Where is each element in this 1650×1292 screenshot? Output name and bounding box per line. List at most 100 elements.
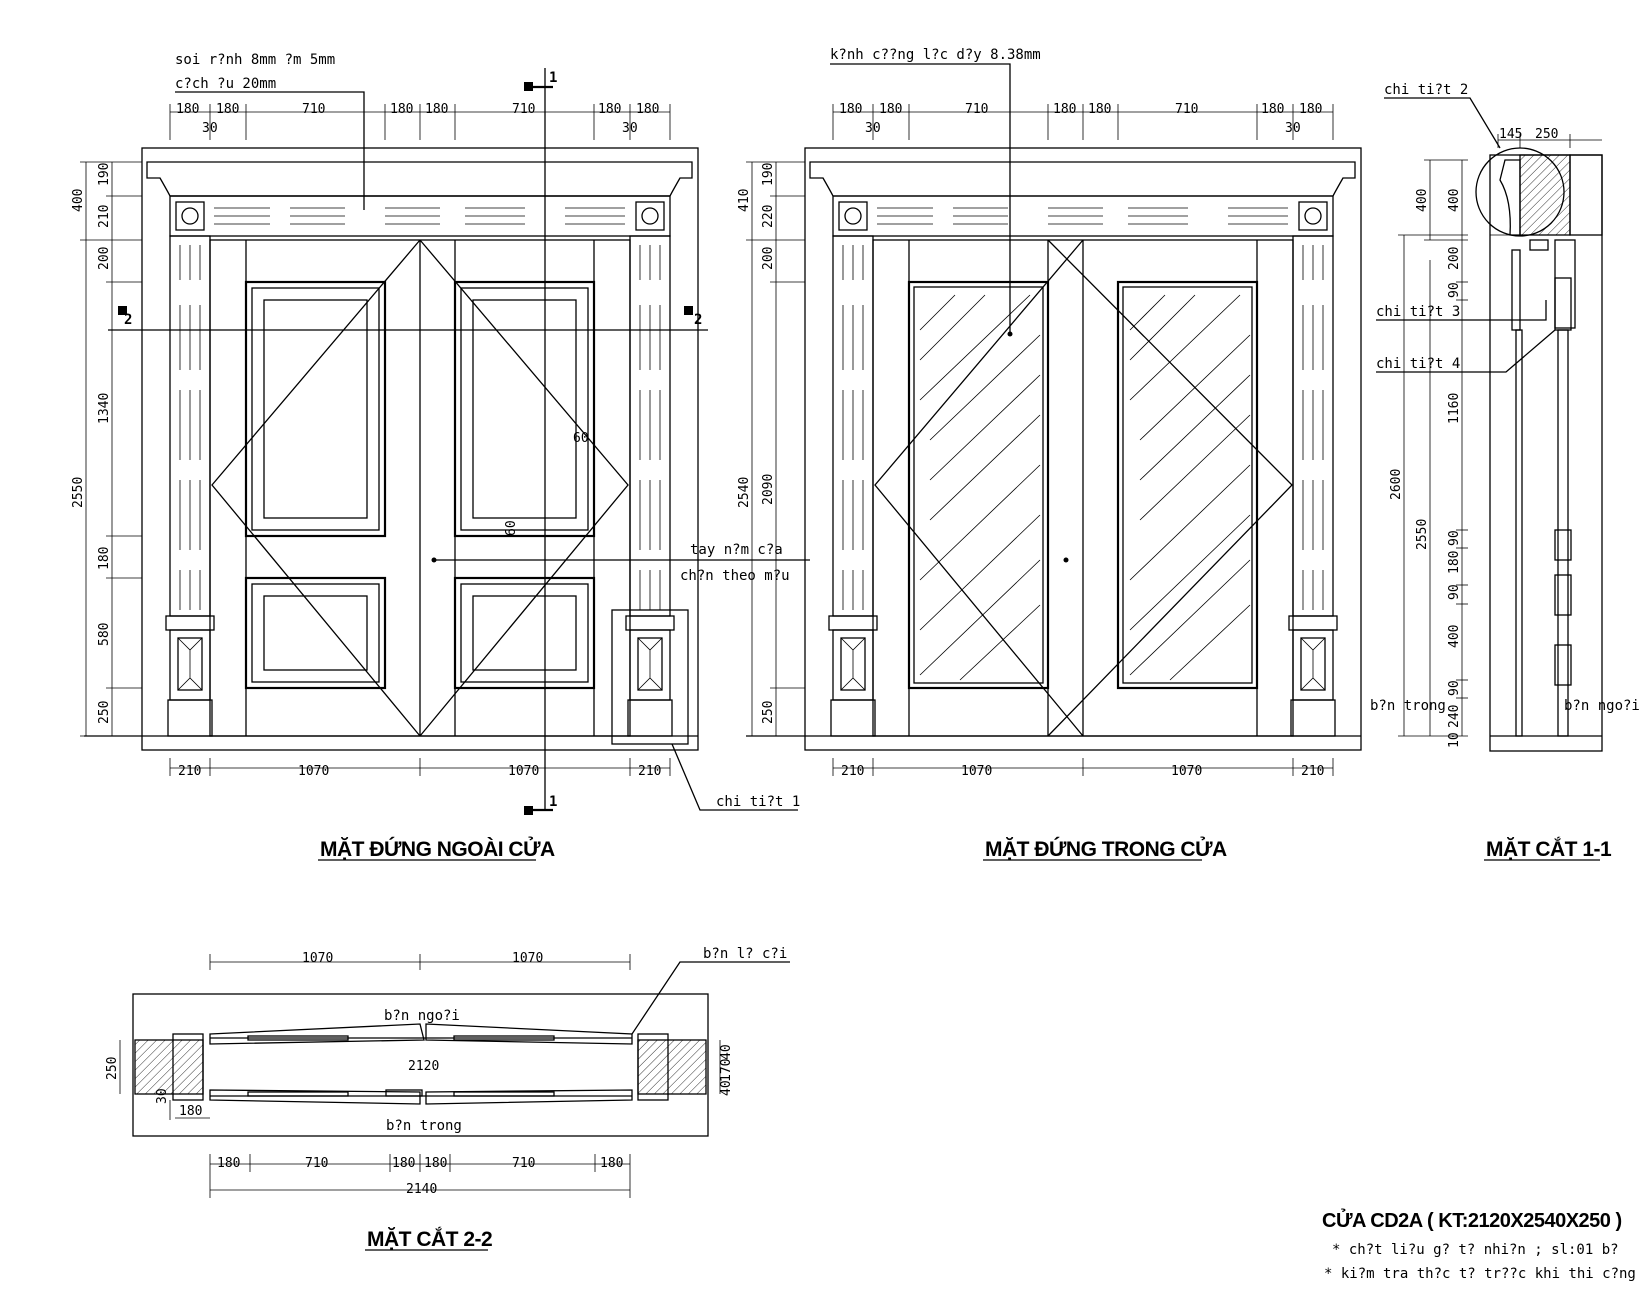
int-top-dim: 180 (1299, 102, 1322, 117)
section-2-marker: 2 (124, 312, 132, 328)
ext-top-dim: 710 (512, 102, 535, 117)
inner-width-dim: 2120 (408, 1059, 439, 1074)
s22-bottom-dim: 180 (392, 1156, 415, 1171)
s11-right-dim: 400 (1447, 189, 1462, 212)
ext-bottom-dim: 210 (638, 764, 661, 779)
wall-label: b?n l? c?i (703, 946, 787, 962)
section-2-2-title: MẶT CẮT 2-2 (367, 1227, 492, 1251)
side-outside-label: b?n ngo?i (1564, 698, 1640, 714)
section-2-2 (119, 954, 790, 1251)
ext-sub-dim: 30 (202, 121, 218, 136)
s22-left-dim: 180 (179, 1104, 202, 1119)
s11-right-dim: 90 (1447, 282, 1462, 298)
handle-note-line2: ch?n theo m?u (680, 568, 790, 584)
ext-left-dim: 580 (97, 623, 112, 646)
int-left-dim: 2090 (761, 474, 776, 505)
ext-dim-60: 60 (504, 520, 519, 536)
int-left-group-dim: 410 (737, 189, 752, 212)
ext-left-dim: 210 (97, 205, 112, 228)
int-top-dim: 180 (1088, 102, 1111, 117)
int-top-dim: 710 (965, 102, 988, 117)
exterior-title: MẶT ĐỨNG NGOÀI CỬA (320, 837, 555, 861)
int-top-dim: 180 (879, 102, 902, 117)
s22-right-dim: 40 (719, 1044, 734, 1060)
s11-right-dim: 180 (1447, 551, 1462, 574)
ext-top-dim: 180 (176, 102, 199, 117)
int-bottom-dim: 1070 (1171, 764, 1202, 779)
ext-left-dim: 1340 (97, 393, 112, 424)
section-1-marker: 1 (549, 794, 557, 810)
s11-right-dim: 240 (1447, 705, 1462, 728)
ext-top-dim: 180 (390, 102, 413, 117)
s22-right-dim: 40 (719, 1080, 734, 1096)
s11-left-dim: 2550 (1415, 519, 1430, 550)
s11-right-dim: 200 (1447, 247, 1462, 270)
ext-bottom-dim: 1070 (298, 764, 329, 779)
s11-right-dim: 400 (1447, 625, 1462, 648)
int-left-dim: 220 (761, 205, 776, 228)
s11-top-dim: 250 (1535, 127, 1558, 142)
s22-bottom-dim: 180 (217, 1156, 240, 1171)
ext-dim-60: 60 (573, 431, 589, 446)
detail-1-label: chi ti?t 1 (716, 794, 800, 810)
s11-right-dim: 1160 (1447, 393, 1462, 424)
exterior-elevation (80, 68, 810, 861)
ext-bottom-dim: 210 (178, 764, 201, 779)
ext-sub-dim: 30 (622, 121, 638, 136)
s22-top-dim: 1070 (302, 951, 333, 966)
int-top-dim: 180 (1261, 102, 1284, 117)
groove-note-line2: c?ch ?u 20mm (175, 76, 276, 92)
door-name: CỬA CD2A ( KT:2120X2540X250 ) (1322, 1208, 1622, 1232)
s22-left-dim: 30 (155, 1088, 170, 1104)
s22-top-dim: 1070 (512, 951, 543, 966)
s22-bottom-dim: 180 (424, 1156, 447, 1171)
detail-3-label: chi ti?t 3 (1376, 304, 1460, 320)
ext-top-dim: 180 (216, 102, 239, 117)
ext-top-dim: 180 (636, 102, 659, 117)
ext-top-dim: 710 (302, 102, 325, 117)
int-sub-dim: 30 (1285, 121, 1301, 136)
int-top-dim: 180 (1053, 102, 1076, 117)
s11-left-dim: 400 (1415, 189, 1430, 212)
ext-left-dim: 250 (97, 701, 112, 724)
int-left-group-dim: 2540 (737, 477, 752, 508)
section-1-1-title: MẶT CẮT 1-1 (1486, 837, 1612, 861)
detail-2-label: chi ti?t 2 (1384, 82, 1468, 98)
s22-bottom-dim: 180 (600, 1156, 623, 1171)
section-2-marker: 2 (694, 312, 702, 328)
int-top-dim: 710 (1175, 102, 1198, 117)
glass-note: k?nh c??ng l?c d?y 8.38mm (830, 47, 1041, 63)
ext-left-group-dim: 2550 (71, 477, 86, 508)
int-left-dim: 190 (761, 163, 776, 186)
interior-elevation (746, 63, 1362, 861)
s11-right-dim: 90 (1447, 584, 1462, 600)
int-bottom-dim: 1070 (961, 764, 992, 779)
section-1-1 (1376, 97, 1603, 861)
detail-4-label: chi ti?t 4 (1376, 356, 1460, 372)
s22-left-dim: 250 (105, 1057, 120, 1080)
ext-left-group-dim: 400 (71, 189, 86, 212)
s11-right-dim: 10 (1447, 732, 1462, 748)
s22-total-dim: 2140 (406, 1182, 437, 1197)
int-sub-dim: 30 (865, 121, 881, 136)
interior-title: MẶT ĐỨNG TRONG CỬA (985, 837, 1227, 861)
s11-right-dim: 90 (1447, 530, 1462, 546)
ext-top-dim: 180 (598, 102, 621, 117)
s11-top-dim: 145 (1499, 127, 1522, 142)
note-check: * ki?m tra th?c t? tr??c khi thi c?ng (1324, 1266, 1636, 1282)
note-material: * ch?t li?u g? t? nhi?n ; sl:01 b? (1332, 1242, 1619, 1258)
s22-bottom-dim: 710 (305, 1156, 328, 1171)
int-top-dim: 180 (839, 102, 862, 117)
ext-left-dim: 180 (97, 547, 112, 570)
int-bottom-dim: 210 (1301, 764, 1324, 779)
s11-right-dim: 90 (1447, 680, 1462, 696)
ext-bottom-dim: 1070 (508, 764, 539, 779)
s22-bottom-dim: 710 (512, 1156, 535, 1171)
int-left-dim: 200 (761, 247, 776, 270)
groove-note-line1: soi r?nh 8mm ?m 5mm (175, 52, 335, 68)
int-left-dim: 250 (761, 701, 776, 724)
outside-label: b?n ngo?i (384, 1008, 460, 1024)
handle-note-line1: tay n?m c?a (690, 542, 783, 558)
inside-label: b?n trong (386, 1118, 462, 1134)
